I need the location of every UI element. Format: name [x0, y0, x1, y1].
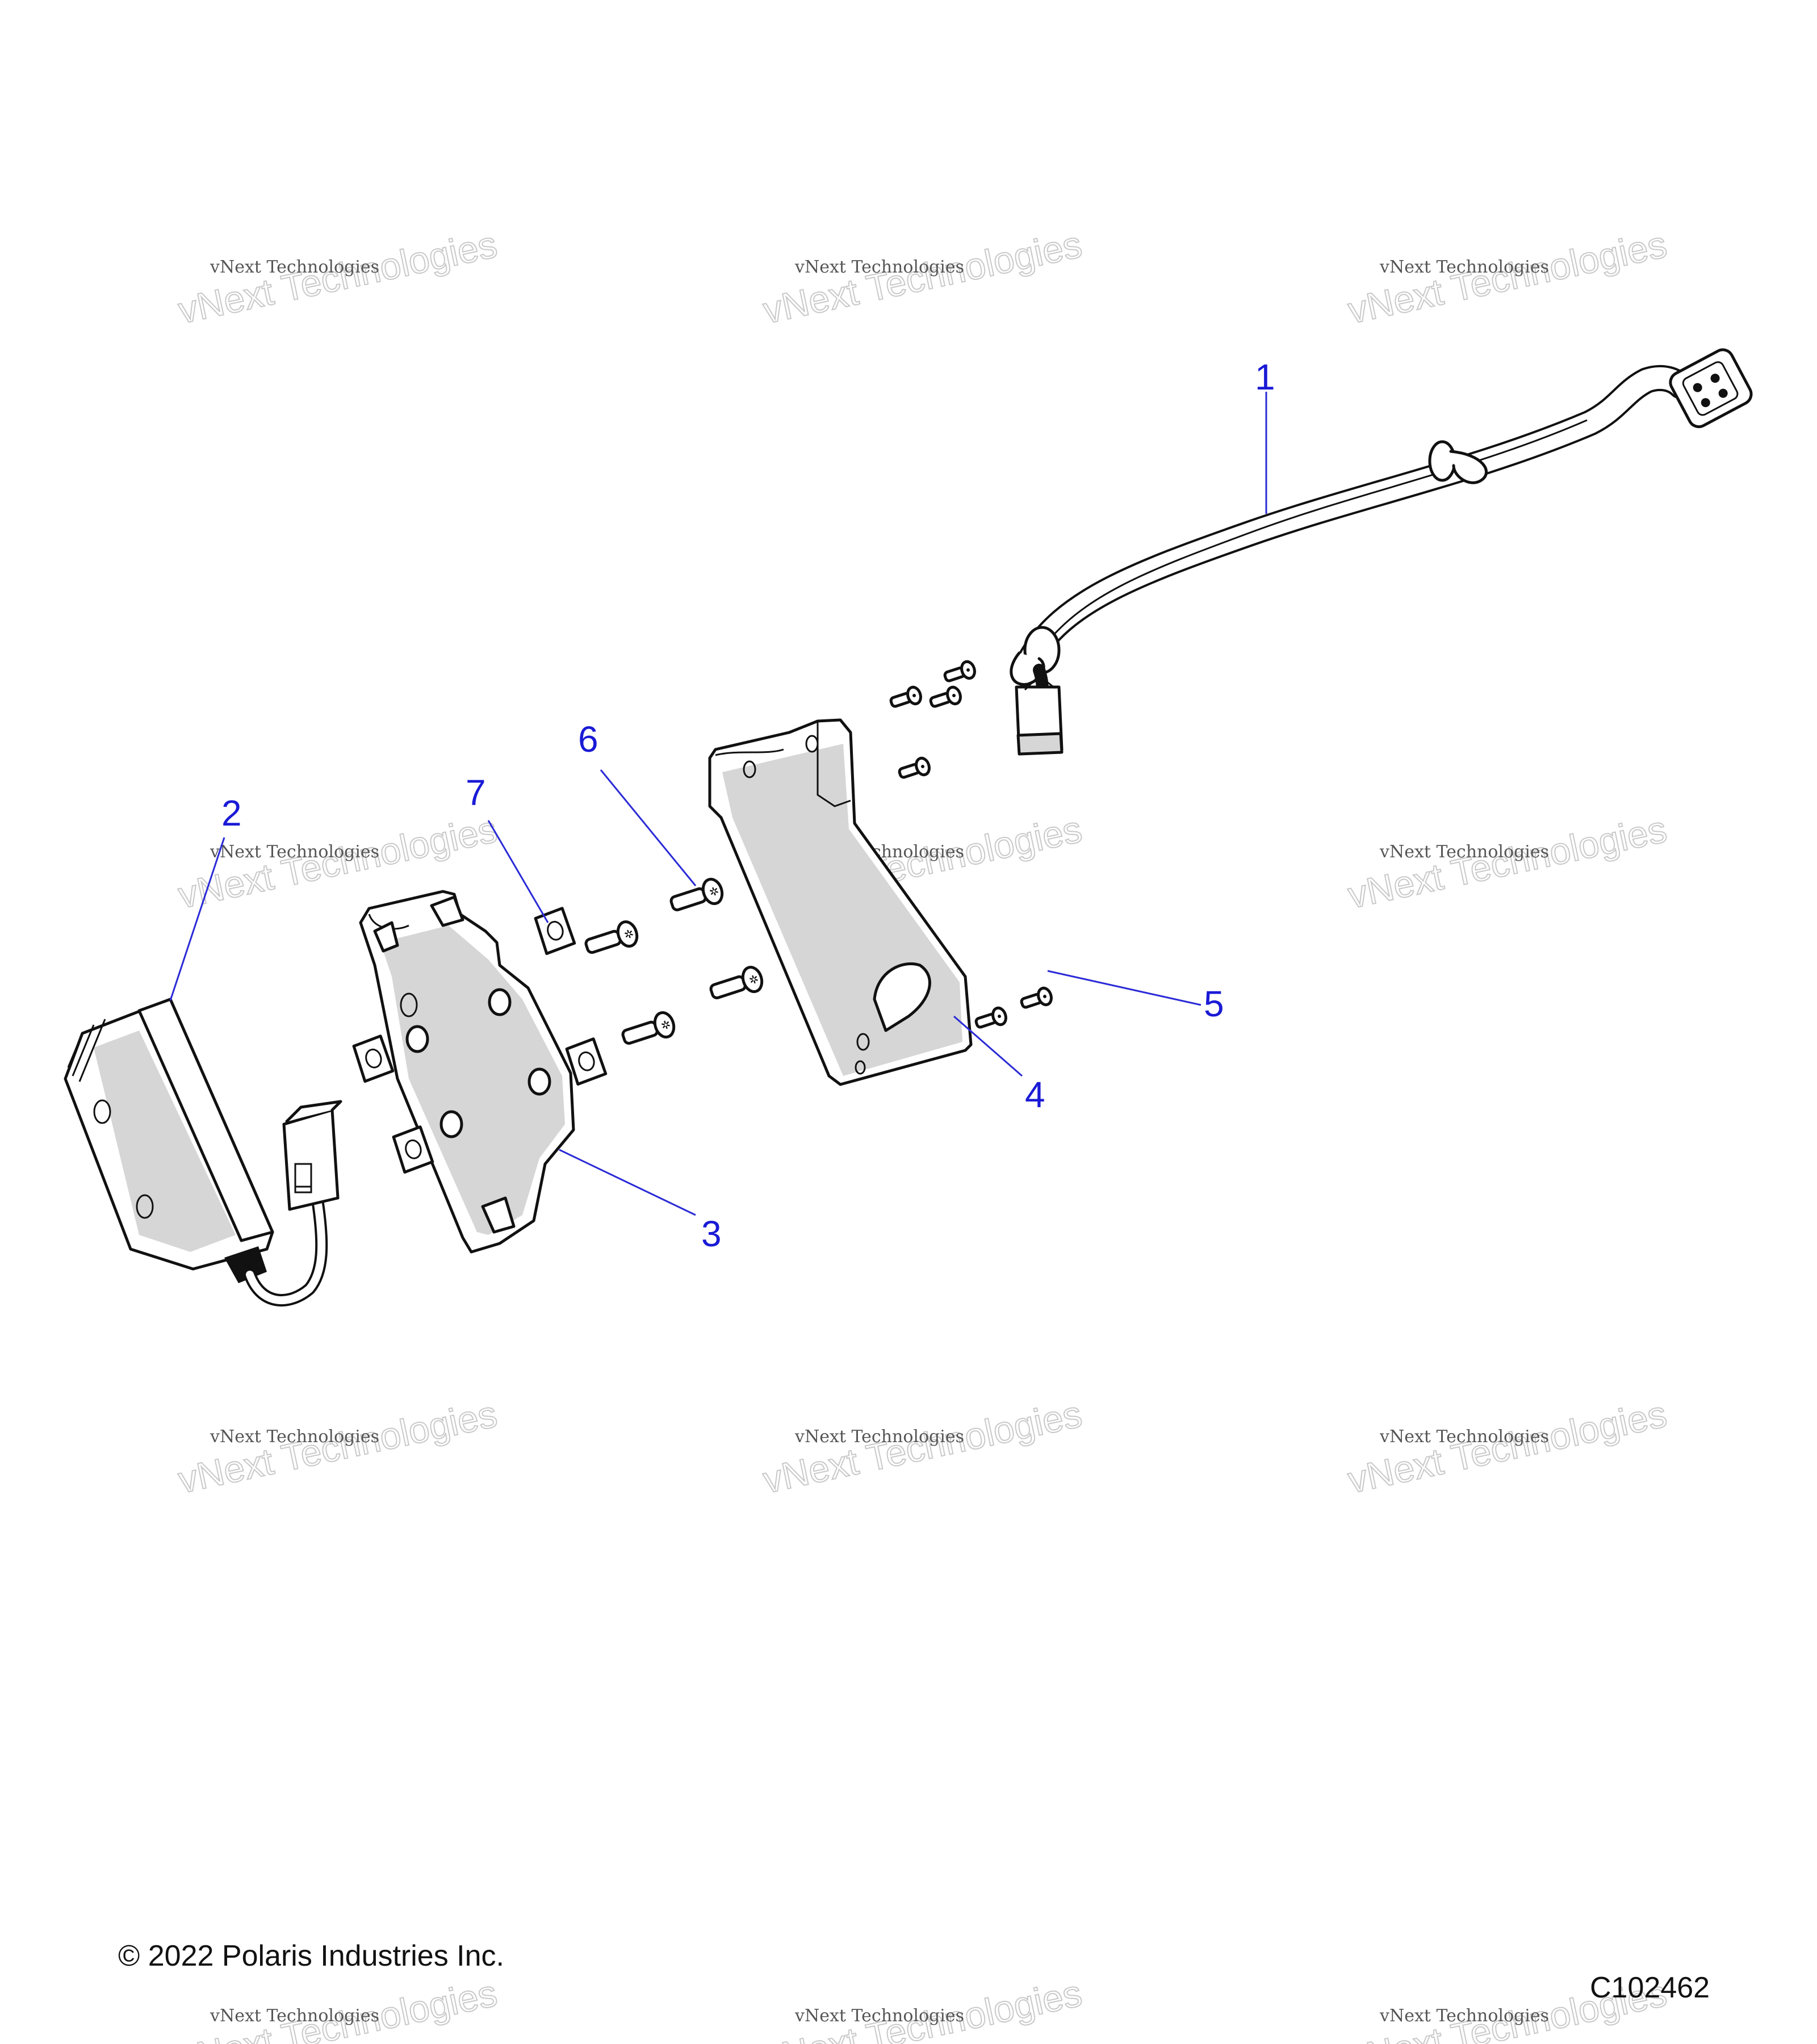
plate-mount-hole — [439, 1110, 463, 1138]
watermark-outline-text: vNext Technologies — [1345, 223, 1671, 332]
callout-3: 3 — [701, 1213, 722, 1254]
small-screw — [929, 685, 962, 708]
harness-top-connector — [1669, 348, 1753, 429]
bracket-mount-hole — [743, 760, 756, 778]
watermark-text: vNext Technologies — [1379, 1427, 1549, 1447]
plate-mount-hole — [527, 1067, 551, 1096]
plate-top-tab — [373, 921, 399, 953]
watermark: vNext Technologies vNext Technologies — [174, 1392, 501, 1502]
watermark-text: vNext Technologies — [210, 2006, 379, 2026]
bracket-mount-hole — [805, 735, 819, 753]
harness-cable-highlight — [1038, 419, 1588, 654]
bracket-plate-edge — [715, 748, 784, 756]
small-screws-part — [889, 660, 1053, 1029]
harness-clip-loop — [1449, 450, 1488, 484]
watermark-outline-text: vNext Technologies — [760, 223, 1086, 332]
watermark-outline-text: vNext Technologies — [760, 1393, 1086, 1501]
small-screw — [889, 685, 922, 708]
harness-bottom-connector — [1015, 674, 1064, 756]
screw: ✲ — [584, 920, 639, 954]
small-screw — [974, 1006, 1007, 1029]
watermark-text: vNext Technologies — [794, 2006, 964, 2026]
watermark: vNext Technologies vNext Technologies — [759, 1392, 1086, 1502]
regulator-shade — [94, 1031, 236, 1252]
svg-text:✲: ✲ — [707, 883, 721, 899]
svg-text:✲: ✲ — [622, 926, 635, 942]
bracket-cutout — [873, 962, 931, 1032]
plate-mount-hole — [400, 992, 418, 1017]
watermark-outline-text: vNext Technologies — [1345, 808, 1671, 916]
u-nut-clip — [392, 1125, 434, 1174]
small-screw — [1020, 986, 1053, 1009]
watermark-text: vNext Technologies — [794, 257, 964, 277]
svg-text:✲: ✲ — [747, 971, 760, 987]
watermark-text: vNext Technologies — [1379, 2006, 1549, 2026]
plate-mount-hole — [405, 1025, 429, 1053]
regulator-fins — [67, 1019, 106, 1082]
u-nut-clip — [565, 1037, 608, 1086]
screw: ✲ — [709, 966, 764, 1000]
watermark-outline-text: vNext Technologies — [175, 1393, 501, 1501]
callout-7: 7 — [466, 772, 486, 813]
callout-1: 1 — [1255, 357, 1275, 397]
watermark: vNext Technologies vNext Technologies — [174, 1971, 501, 2044]
wire-harness-part — [1010, 348, 1753, 756]
diagram-code: C102462 — [1590, 1971, 1710, 2004]
callout-labels: 1 2 3 4 5 6 7 — [221, 357, 1275, 1254]
screw: ✲ — [621, 1011, 676, 1045]
callout-6: 6 — [578, 719, 598, 760]
watermark-text: vNext Technologies — [210, 1427, 379, 1447]
voltage-regulator-part — [64, 998, 342, 1306]
plate-bottom-tab — [481, 1196, 516, 1234]
watermark: vNext Technologies vNext Technologies — [759, 223, 1086, 332]
plate-mount-hole — [488, 988, 512, 1016]
regulator-connector — [282, 1100, 342, 1211]
watermark: vNext Technologies vNext Technologies — [1344, 807, 1671, 917]
bracket-mount-hole — [855, 1060, 866, 1075]
u-nut-clip — [352, 1034, 395, 1083]
u-nut-clips-part — [352, 907, 608, 1174]
small-screw — [898, 756, 931, 779]
regulator-plate-part — [359, 890, 575, 1254]
watermark-text: vNext Technologies — [210, 842, 379, 862]
watermark-text: vNext Technologies — [794, 1427, 964, 1447]
watermark: vNext Technologies vNext Technologies — [1344, 1392, 1671, 1502]
watermark-text: vNext Technologies — [1379, 257, 1549, 277]
leader-lines — [169, 392, 1267, 1216]
callout-4: 4 — [1025, 1074, 1045, 1115]
watermark: vNext Technologies vNext Technologies — [174, 223, 501, 332]
small-screw — [943, 660, 976, 682]
harness-cable-inner — [1020, 367, 1692, 669]
watermark-outline-text: vNext Technologies — [1345, 1393, 1671, 1501]
watermark: vNext Technologies vNext Technologies — [1344, 223, 1671, 332]
leader-line-6 — [600, 769, 697, 886]
regulator-mount-hole — [136, 1194, 154, 1219]
svg-text:✲: ✲ — [659, 1017, 672, 1033]
leader-line-5 — [1047, 970, 1201, 1006]
callout-2: 2 — [221, 793, 242, 833]
regulator-top-face — [137, 998, 274, 1242]
plate-top-tab — [430, 895, 464, 927]
harness-clip — [1428, 440, 1456, 482]
watermark: vNext Technologies vNext Technologies — [759, 1971, 1086, 2044]
screws-part: ✲ ✲ ✲ ✲ — [584, 878, 764, 1045]
leader-line-4 — [953, 1015, 1023, 1077]
leader-line-2 — [169, 837, 225, 1001]
copyright-text: © 2022 Polaris Industries Inc. — [118, 1940, 504, 1972]
regulator-mount-hole — [93, 1099, 111, 1124]
watermark-text: vNext Technologies — [210, 257, 379, 277]
bracket-plate-lip — [817, 721, 851, 807]
plate-shade — [380, 925, 565, 1235]
u-nut-clip — [534, 907, 576, 956]
screw: ✲ — [669, 878, 724, 912]
callout-5: 5 — [1204, 983, 1224, 1024]
mounting-bracket-part — [708, 718, 973, 1086]
regulator-cable-inner — [246, 1200, 326, 1304]
watermark-text: vNext Technologies — [1379, 842, 1549, 862]
watermark-outline-text: vNext Technologies — [175, 223, 501, 332]
leader-line-3 — [559, 1149, 696, 1216]
bracket-mount-hole — [856, 1033, 870, 1051]
leader-line-7 — [487, 820, 549, 923]
